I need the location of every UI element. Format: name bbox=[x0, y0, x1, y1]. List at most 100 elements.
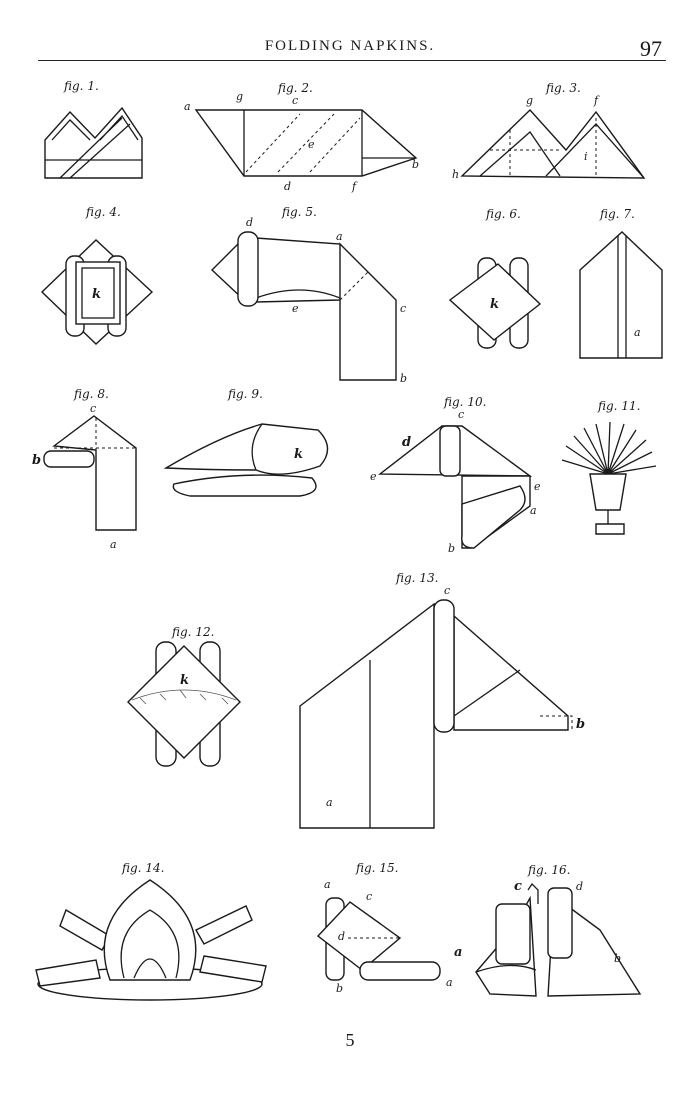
figure-14-roll-left-low bbox=[35, 959, 101, 987]
figure-16-tips bbox=[475, 882, 539, 973]
figure-2: fig. 2. a g c e b d f bbox=[184, 81, 419, 193]
figure-1: fig. 1. bbox=[44, 79, 143, 179]
figure-8-letter-b: b bbox=[32, 453, 41, 468]
figure-12-letter-k: k bbox=[180, 673, 189, 688]
figure-8: fig. 8. c b a bbox=[32, 387, 137, 551]
signature-mark: 5 bbox=[345, 1030, 355, 1050]
figure-4: fig. 4. k bbox=[40, 205, 154, 345]
figure-8-letter-a: a bbox=[110, 538, 117, 551]
figure-14-center-petal bbox=[103, 879, 197, 981]
figure-10-roll bbox=[439, 425, 461, 477]
figure-14-roll-right-high bbox=[195, 905, 253, 945]
figure-5-fold-line bbox=[339, 271, 369, 301]
figure-2-letter-c: c bbox=[292, 94, 298, 107]
figure-16-letter-b: b bbox=[614, 952, 621, 965]
figure-15-letter-a-right: a bbox=[454, 945, 462, 960]
figure-16-roll-right bbox=[547, 887, 573, 959]
figure-5-letter-e: e bbox=[292, 302, 299, 315]
figure-3: fig. 3. g f i h bbox=[452, 81, 646, 181]
figure-4-label: fig. 4. bbox=[85, 205, 121, 219]
figure-9-label: fig. 9. bbox=[227, 387, 263, 401]
figure-16-letter-d: d bbox=[576, 880, 583, 893]
figure-12-hatching bbox=[131, 689, 237, 705]
figure-6-label: fig. 6. bbox=[485, 207, 521, 221]
figure-9-fold bbox=[251, 423, 263, 471]
figure-13-letter-c: c bbox=[444, 584, 450, 597]
figure-8-letter-c: c bbox=[90, 402, 96, 415]
figure-2-edges bbox=[243, 110, 416, 176]
figure-13-letter-a: a bbox=[326, 796, 333, 809]
figure-3-letter-h: h bbox=[452, 168, 459, 181]
figure-11-label: fig. 11. bbox=[597, 399, 640, 413]
figure-5-curve bbox=[255, 289, 341, 299]
figure-10-letter-c: c bbox=[458, 408, 464, 421]
figure-12: fig. 12. k bbox=[127, 625, 241, 767]
figure-2-letter-e: e bbox=[308, 138, 315, 151]
figure-8-napkin bbox=[52, 415, 137, 531]
figure-1-folds bbox=[45, 114, 142, 179]
figure-6-letter-k: k bbox=[490, 297, 499, 312]
figure-3-letter-i: i bbox=[584, 150, 588, 163]
figure-2-letter-f: f bbox=[351, 180, 358, 193]
figure-16-roll-left bbox=[495, 903, 531, 965]
figure-5-letter-a: a bbox=[336, 230, 343, 243]
figure-10-letter-a: a bbox=[530, 504, 537, 517]
figure-7-center-fold bbox=[617, 236, 627, 358]
figure-9-letter-k: k bbox=[294, 447, 303, 462]
figure-15-letter-c: c bbox=[366, 890, 372, 903]
figure-15-letter-a-bottom: a bbox=[446, 976, 453, 989]
figure-5-letter-c: c bbox=[400, 302, 406, 315]
figure-4-panel bbox=[75, 261, 121, 325]
figure-7: fig. 7. a bbox=[579, 207, 663, 359]
figure-3-label: fig. 3. bbox=[545, 81, 581, 95]
figure-2-letter-b: b bbox=[412, 158, 419, 171]
figure-14-inner-petals bbox=[120, 909, 180, 979]
figure-15-roll-horizontal bbox=[359, 961, 441, 981]
figure-5-roll bbox=[237, 231, 259, 307]
figure-11-fan-pleats bbox=[561, 421, 657, 475]
figure-3-letter-g: g bbox=[526, 94, 533, 107]
figure-13-left-panel bbox=[299, 602, 435, 829]
figure-16-label: fig. 16. bbox=[527, 863, 570, 877]
figure-10-letter-b: b bbox=[448, 542, 455, 555]
figure-13-fold-line bbox=[540, 715, 573, 730]
figure-3-fold-lines bbox=[490, 118, 597, 176]
figure-3-letter-f: f bbox=[593, 94, 600, 107]
figure-1-napkin bbox=[44, 106, 143, 179]
figure-12-square bbox=[127, 645, 241, 759]
figure-11-glass-bowl bbox=[589, 473, 627, 511]
figure-8-label: fig. 8. bbox=[73, 387, 109, 401]
figure-13-folds bbox=[369, 660, 521, 828]
figure-1-label: fig. 1. bbox=[63, 79, 99, 93]
figure-13-label: fig. 13. bbox=[395, 571, 438, 585]
figure-11-glass-foot bbox=[595, 523, 625, 535]
figure-9-cap bbox=[163, 423, 329, 475]
figure-6-square bbox=[448, 263, 542, 341]
figure-15-square bbox=[316, 901, 402, 971]
figure-7-label: fig. 7. bbox=[599, 207, 635, 221]
figure-14-label: fig. 14. bbox=[121, 861, 164, 875]
figure-2-letter-d: d bbox=[284, 180, 291, 193]
figure-11: fig. 11. bbox=[561, 399, 657, 535]
figure-5-letter-b: b bbox=[400, 372, 407, 385]
figure-4-panel-inner bbox=[81, 267, 115, 319]
figure-5: fig. 5. d a c e b bbox=[210, 205, 407, 385]
figure-2-label: fig. 2. bbox=[277, 81, 313, 95]
figure-15-letter-a-top: a bbox=[324, 878, 331, 891]
figure-5-letter-d: d bbox=[246, 216, 253, 229]
figure-10-label: fig. 10. bbox=[443, 395, 486, 409]
figure-16: fig. 16. c d b bbox=[475, 863, 642, 997]
page-number: 97 bbox=[640, 36, 662, 61]
figure-10: fig. 10. c d e e a b bbox=[370, 395, 541, 555]
figure-15: fig. 15. a c d a a b bbox=[316, 861, 462, 995]
figure-2-letter-a: a bbox=[184, 100, 191, 113]
figure-13: fig. 13. c b a bbox=[299, 571, 585, 829]
figure-14: fig. 14. bbox=[35, 861, 267, 1001]
figure-6: fig. 6. k bbox=[448, 207, 542, 349]
figure-10-letter-e-right: e bbox=[534, 480, 541, 493]
figure-13-letter-b: b bbox=[576, 717, 585, 732]
figure-14-roll-right-low bbox=[199, 955, 267, 983]
figure-7-napkin bbox=[579, 231, 663, 359]
figure-8-roll bbox=[43, 450, 95, 468]
